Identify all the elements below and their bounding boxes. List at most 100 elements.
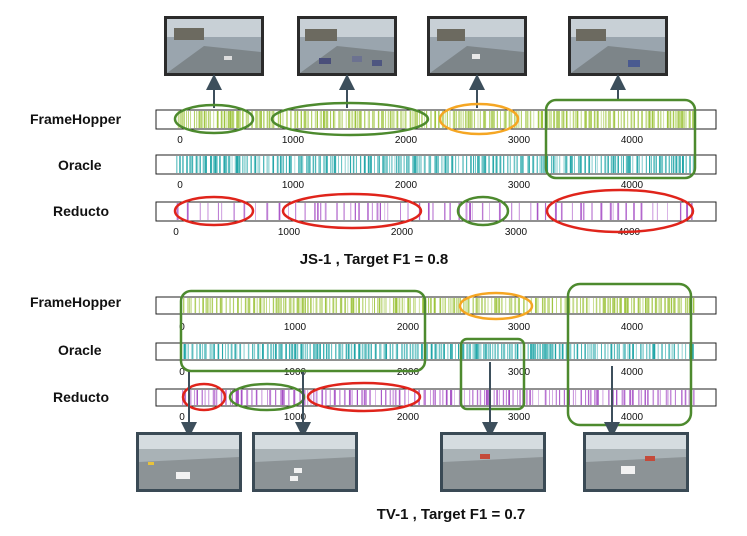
frame-stripe (261, 298, 263, 313)
frame-stripe (542, 344, 544, 359)
frame-stripe (387, 203, 389, 220)
frame-stripe (664, 156, 667, 173)
frame-stripe (252, 344, 254, 359)
tv1-ellipse-bad-1 (181, 382, 227, 412)
frame-stripe (488, 156, 490, 173)
frame-stripe (678, 111, 681, 128)
frame-stripe (301, 344, 303, 359)
frame-stripe (341, 111, 343, 128)
frame-stripe (481, 298, 483, 313)
frame-stripe (294, 156, 296, 173)
js1-track-oracle (155, 154, 717, 175)
frame-stripe (604, 344, 606, 359)
frame-stripe (367, 111, 369, 128)
frame-stripe (299, 298, 301, 313)
frame-stripe (176, 156, 178, 173)
frame-stripe (637, 298, 640, 313)
panel-js1: FrameHopper 0 1000 2000 3000 4000 Oracle… (30, 16, 717, 268)
frame-stripe (263, 298, 266, 313)
frame-stripe (505, 390, 507, 405)
frame-stripe (430, 344, 433, 359)
frame-stripe (461, 111, 463, 128)
tv1-box-good-2 (459, 337, 526, 411)
frame-stripe (244, 298, 247, 313)
frame-stripe (529, 390, 531, 405)
frame-stripe (685, 156, 687, 173)
frame-stripe (385, 344, 388, 359)
frame-stripe (392, 111, 394, 128)
frame-stripe (530, 203, 532, 220)
frame-stripe (281, 344, 283, 359)
frame-stripe (594, 344, 596, 359)
frame-stripe (184, 344, 187, 359)
frame-stripe (574, 111, 576, 128)
frame-stripe (651, 298, 653, 313)
frame-stripe (435, 298, 436, 313)
frame-stripe (482, 111, 484, 128)
frame-stripe (272, 156, 275, 173)
frame-stripe (484, 111, 487, 128)
frame-stripe (367, 203, 369, 220)
frame-stripe (546, 156, 549, 173)
js1-thumb-3 (427, 16, 527, 76)
frame-stripe (658, 298, 660, 313)
frame-stripe (279, 156, 282, 173)
frame-stripe (209, 298, 211, 313)
frame-stripe (520, 344, 522, 359)
frame-stripe (238, 156, 241, 173)
frame-stripe (201, 390, 203, 405)
frame-stripe (442, 390, 444, 405)
frame-stripe (268, 111, 271, 128)
frame-stripe (476, 344, 478, 359)
frame-stripe (511, 298, 513, 313)
frame-stripe (448, 298, 450, 313)
frame-stripe (221, 203, 223, 220)
frame-stripe (566, 156, 568, 173)
frame-stripe (516, 156, 518, 173)
js1-row-label-framehopper: FrameHopper (30, 111, 122, 127)
js1-ellipse-good-1 (173, 103, 255, 135)
frame-stripe (673, 344, 676, 359)
frame-stripe (523, 156, 524, 173)
frame-stripe (279, 298, 281, 313)
frame-stripe (234, 344, 236, 359)
frame-stripe (231, 111, 233, 128)
js1-row-label-reducto: Reducto (53, 203, 109, 219)
frame-stripe (212, 390, 215, 405)
frame-stripe (466, 344, 468, 359)
frame-stripe (365, 298, 366, 313)
frame-stripe (444, 203, 446, 220)
frame-stripe (527, 156, 528, 173)
frame-stripe (528, 156, 530, 173)
frame-stripe (539, 156, 541, 173)
frame-stripe (242, 111, 244, 128)
tick-label: 3000 (505, 227, 528, 238)
frame-stripe (230, 344, 233, 359)
frame-stripe (401, 156, 402, 173)
frame-stripe (443, 344, 445, 359)
frame-stripe (536, 298, 538, 313)
frame-stripe (590, 111, 592, 128)
frame-stripe (214, 156, 217, 173)
frame-stripe (347, 344, 350, 359)
frame-stripe (196, 344, 198, 359)
frame-stripe (687, 298, 689, 313)
frame-stripe (607, 344, 609, 359)
tick-label: 4000 (621, 135, 644, 146)
frame-stripe (495, 298, 498, 313)
frame-stripe (256, 111, 258, 128)
frame-stripe (397, 344, 399, 359)
frame-stripe (554, 344, 557, 359)
frame-stripe (204, 156, 207, 173)
frame-stripe (227, 156, 230, 173)
frame-stripe (646, 344, 648, 359)
frame-stripe (315, 298, 318, 313)
frame-stripe (692, 156, 695, 173)
frame-stripe (398, 390, 401, 405)
frame-stripe (382, 111, 384, 128)
frame-stripe (400, 111, 402, 128)
frame-stripe (636, 156, 639, 173)
frame-stripe (332, 111, 335, 128)
js1-ticks-framehopper: 0 1000 2000 3000 4000 (177, 135, 643, 146)
frame-stripe (434, 111, 437, 128)
